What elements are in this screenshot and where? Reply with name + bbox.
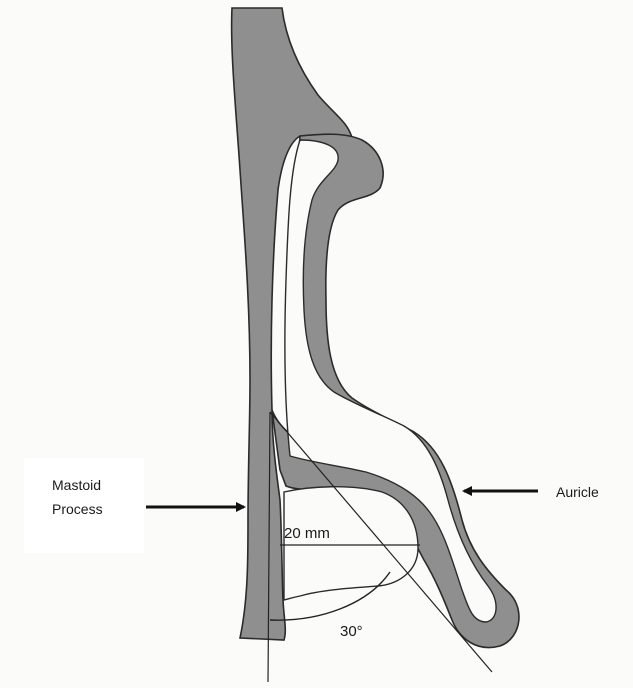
- retroauricular-cavity: [284, 487, 418, 600]
- auricle-label: Auricle: [556, 484, 599, 500]
- mastoid-label-line1: Mastoid: [52, 474, 101, 496]
- mastoid-label-line2: Process: [52, 498, 103, 520]
- angle-label: 30°: [340, 623, 363, 640]
- mastoid-label-box: Mastoid Process: [24, 458, 144, 553]
- distance-label: 20 mm: [284, 525, 330, 542]
